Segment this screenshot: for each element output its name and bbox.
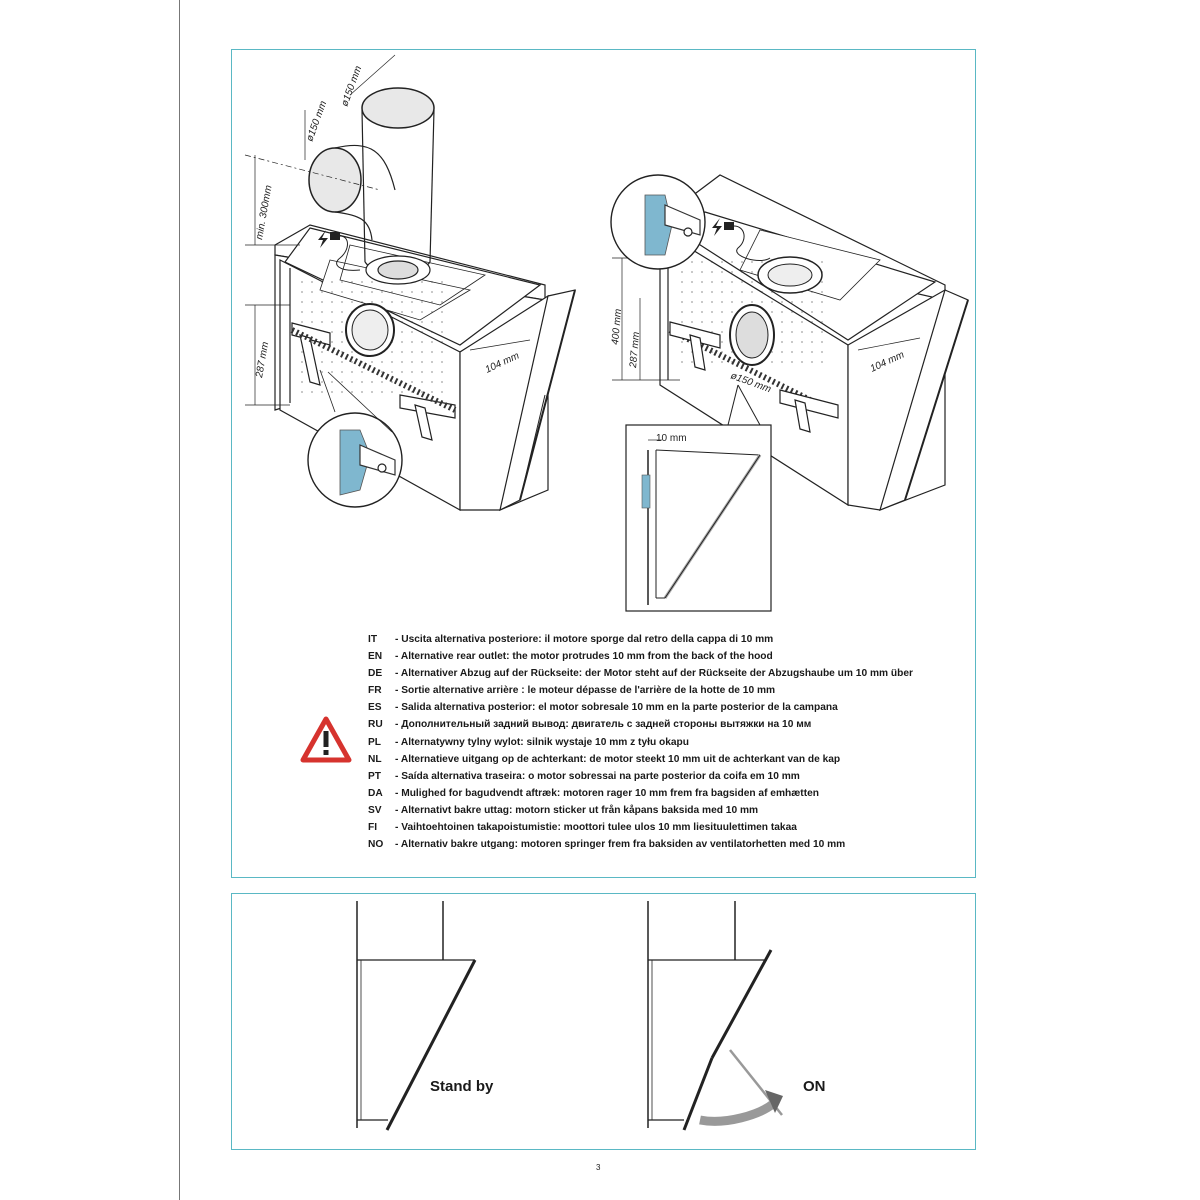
- language-code: EN: [368, 651, 383, 663]
- language-note-item: SV - Alternativt bakre uttag: motorn stic…: [368, 802, 913, 819]
- language-note-item: NO - Alternativ bakre utgang: motoren spr…: [368, 836, 913, 853]
- power-plug-icon: [318, 230, 361, 271]
- language-note-item: RU - Дополнительный задний вывод: двигате…: [368, 716, 913, 733]
- language-note-item: PT - Saída alternativa traseira: o motor …: [368, 768, 913, 785]
- language-code: RU: [368, 719, 383, 731]
- language-note-text: - Дополнительный задний вывод: двигатель…: [395, 719, 812, 731]
- on-label: ON: [803, 1078, 826, 1095]
- language-note-item: DE - Alternativer Abzug auf der Rückseite…: [368, 665, 913, 682]
- language-note-text: - Alternativt bakre uttag: motorn sticke…: [395, 804, 759, 816]
- language-note-item: EN - Alternative rear outlet: the motor p…: [368, 648, 913, 665]
- hood-rear-outlet-drawing: [610, 174, 969, 612]
- language-note-item: DA - Mulighed for bagudvendt aftræk: moto…: [368, 785, 913, 802]
- language-note-text: - Sortie alternative arrière : le moteur…: [395, 685, 776, 697]
- dim-height-287-left: 287 mm: [254, 341, 271, 379]
- language-note-text: - Alternatieve uitgang op de achterkant:…: [395, 753, 841, 765]
- language-notes-list: IT - Uscita alternativa posteriore: il mo…: [368, 631, 913, 853]
- language-code: NL: [368, 753, 382, 765]
- binding-edge-line: [179, 0, 180, 1200]
- language-note-item: IT - Uscita alternativa posteriore: il mo…: [368, 631, 913, 648]
- standby-label: Stand by: [430, 1078, 494, 1095]
- language-note-text: - Alternative rear outlet: the motor pro…: [395, 651, 773, 663]
- language-note-text: - Alternatywny tylny wylot: silnik wysta…: [395, 736, 690, 748]
- language-note-text: - Salida alternativa posterior: el motor…: [395, 702, 838, 714]
- on-hood-drawing: [647, 901, 783, 1131]
- language-code: FI: [368, 822, 378, 834]
- page-number: 3: [596, 1163, 601, 1172]
- language-note-item: ES - Salida alternativa posterior: el mot…: [368, 699, 913, 716]
- language-note-text: - Uscita alternativa posteriore: il moto…: [395, 634, 774, 645]
- language-note-text: - Vaihtoehtoinen takapoistumistie: moott…: [395, 822, 797, 834]
- dim-duct-diameter-top: ø150 mm: [339, 65, 364, 108]
- language-note-text: - Mulighed for bagudvendt aftræk: motore…: [395, 787, 819, 799]
- language-code: FR: [368, 685, 382, 697]
- rotation-arrow-icon: [699, 1090, 783, 1126]
- language-note-item: PL - Alternatywny tylny wylot: silnik wys…: [368, 734, 913, 751]
- rear-outlet-panel: [231, 49, 976, 878]
- dim-height-400: 400 mm: [610, 308, 624, 345]
- dim-motor-protrusion: 10 mm: [656, 433, 687, 444]
- dim-duct-diameter-rear: ø150 mm: [304, 100, 329, 143]
- language-code: PT: [368, 770, 382, 782]
- language-code: PL: [368, 736, 382, 748]
- language-note-text: - Saída alternativa traseira: o motor so…: [395, 770, 800, 782]
- dim-min-height: min. 300mm: [254, 184, 274, 240]
- dim-height-287-right: 287 mm: [628, 331, 642, 369]
- language-note-item: FR - Sortie alternative arrière : le mote…: [368, 682, 913, 699]
- warning-triangle-icon: [300, 716, 352, 763]
- hood-top-outlet-drawing: [244, 54, 576, 512]
- language-note-item: NL - Alternatieve uitgang op de achterkan…: [368, 751, 913, 768]
- language-code: IT: [368, 634, 378, 645]
- language-code: DE: [368, 668, 383, 680]
- language-code: DA: [368, 787, 383, 799]
- language-code: ES: [368, 702, 382, 714]
- language-note-item: FI - Vaihtoehtoinen takapoistumistie: moo…: [368, 819, 913, 836]
- standby-hood-drawing: [356, 901, 477, 1131]
- language-code: SV: [368, 804, 382, 816]
- language-note-text: - Alternativer Abzug auf der Rückseite: …: [395, 668, 913, 680]
- language-note-text: - Alternativ bakre utgang: motoren sprin…: [395, 839, 846, 851]
- operation-states-panel: [231, 893, 976, 1150]
- language-code: NO: [368, 839, 384, 851]
